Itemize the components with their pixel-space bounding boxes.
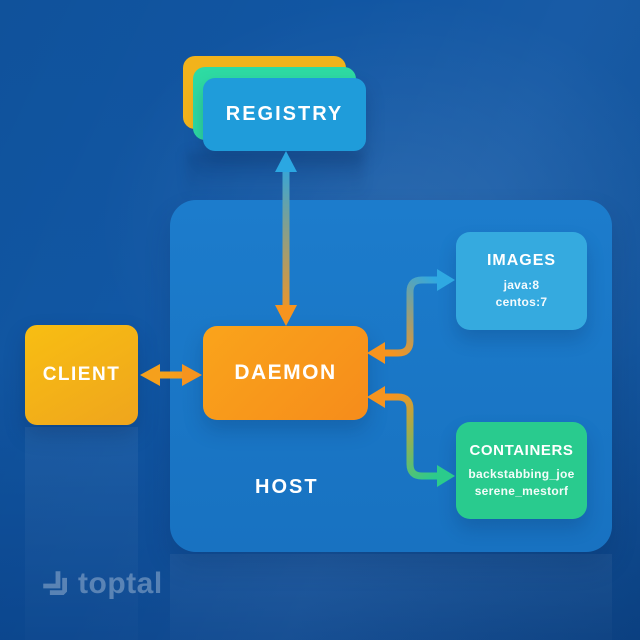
client-label: CLIENT [42,364,121,385]
daemon-label: DAEMON [234,361,337,384]
registry-label: REGISTRY [225,103,344,125]
brand-logo-text: toptal [78,567,163,600]
arrowhead-left-icon [140,364,160,386]
arrowhead-up-icon [275,151,297,172]
container-item: serene_mestorf [474,483,569,498]
image-item: centos:7 [495,294,548,309]
daemon-node: DAEMON [203,326,368,420]
image-item: java:8 [503,277,540,292]
host-label: HOST [255,476,319,498]
containers-title: CONTAINERS [469,441,574,459]
host-reflection [170,554,612,640]
brand-logo: toptal [43,566,163,602]
images-title: IMAGES [486,251,557,269]
containers-node: CONTAINERS backstabbing_joe serene_mesto… [456,422,587,519]
container-item: backstabbing_joe [468,466,575,481]
client-reflection [25,427,138,640]
toptal-chevron-icon [43,570,67,595]
client-node: CLIENT [25,325,138,425]
images-node: IMAGES java:8 centos:7 [456,232,587,330]
registry-shadow [186,152,364,198]
registry-node: REGISTRY [203,78,366,151]
